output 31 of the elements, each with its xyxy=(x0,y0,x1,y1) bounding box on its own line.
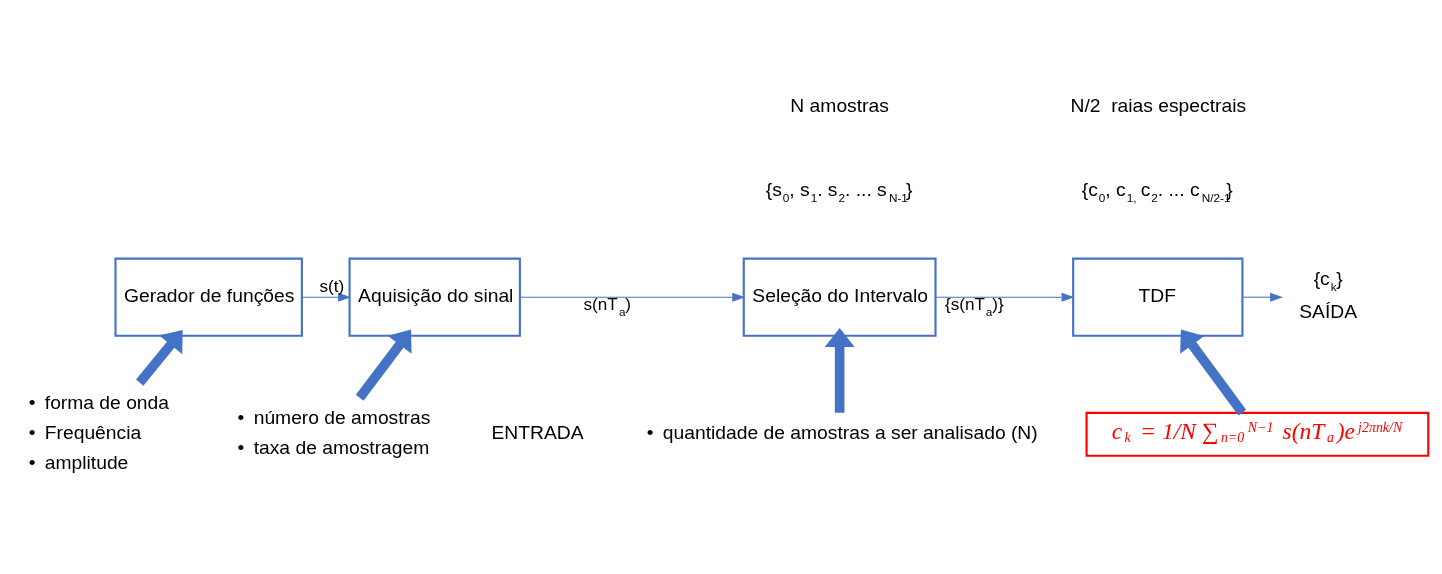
arrow xyxy=(935,292,1075,302)
label: {s$_{0}$, s$_{1}$. s$_{2}$. ... s$_{N-1}$} xyxy=(765,178,913,205)
node-box: Aquisição do sinal xyxy=(348,257,521,337)
label: • xyxy=(237,437,245,459)
arrow xyxy=(519,292,746,302)
node-label: SAÍDA xyxy=(1299,300,1358,322)
node-box: Seleção do Intervalo xyxy=(742,257,937,337)
node-text: {c$_{k}$} xyxy=(1313,267,1343,294)
arrow xyxy=(1180,329,1247,416)
label: ENTRADA xyxy=(491,422,584,444)
arrow xyxy=(136,330,183,386)
label: • xyxy=(237,407,245,429)
node-text: número de amostras taxa de amostragem xyxy=(253,407,431,459)
label: • xyxy=(646,422,654,444)
label: N/2 raias espectrais xyxy=(1070,95,1247,117)
arrow xyxy=(824,328,855,413)
node-text: quantidade de amostras a ser analisado (N) xyxy=(662,422,1038,444)
node-box: Gerador de funções xyxy=(114,257,303,337)
label: • xyxy=(28,452,36,473)
label: N amostras xyxy=(790,95,889,117)
arrow xyxy=(1242,292,1283,302)
edge-label: s(nT$_{a}$) xyxy=(583,293,632,319)
label: • xyxy=(28,392,36,414)
arrow xyxy=(301,292,351,302)
edge-label: {s(nT$_{a}$)} xyxy=(945,293,1004,319)
label: • xyxy=(28,422,36,444)
node-text: forma de onda Frequência amplitude xyxy=(44,392,170,473)
node-box: TDF xyxy=(1072,257,1244,337)
arrow xyxy=(355,329,412,401)
edge-label: s(t) xyxy=(319,275,345,296)
label: {c$_{0}$, c$_{1,}$ c$_{2}$. ... c$_{N/2-1}$} xyxy=(1081,178,1233,205)
